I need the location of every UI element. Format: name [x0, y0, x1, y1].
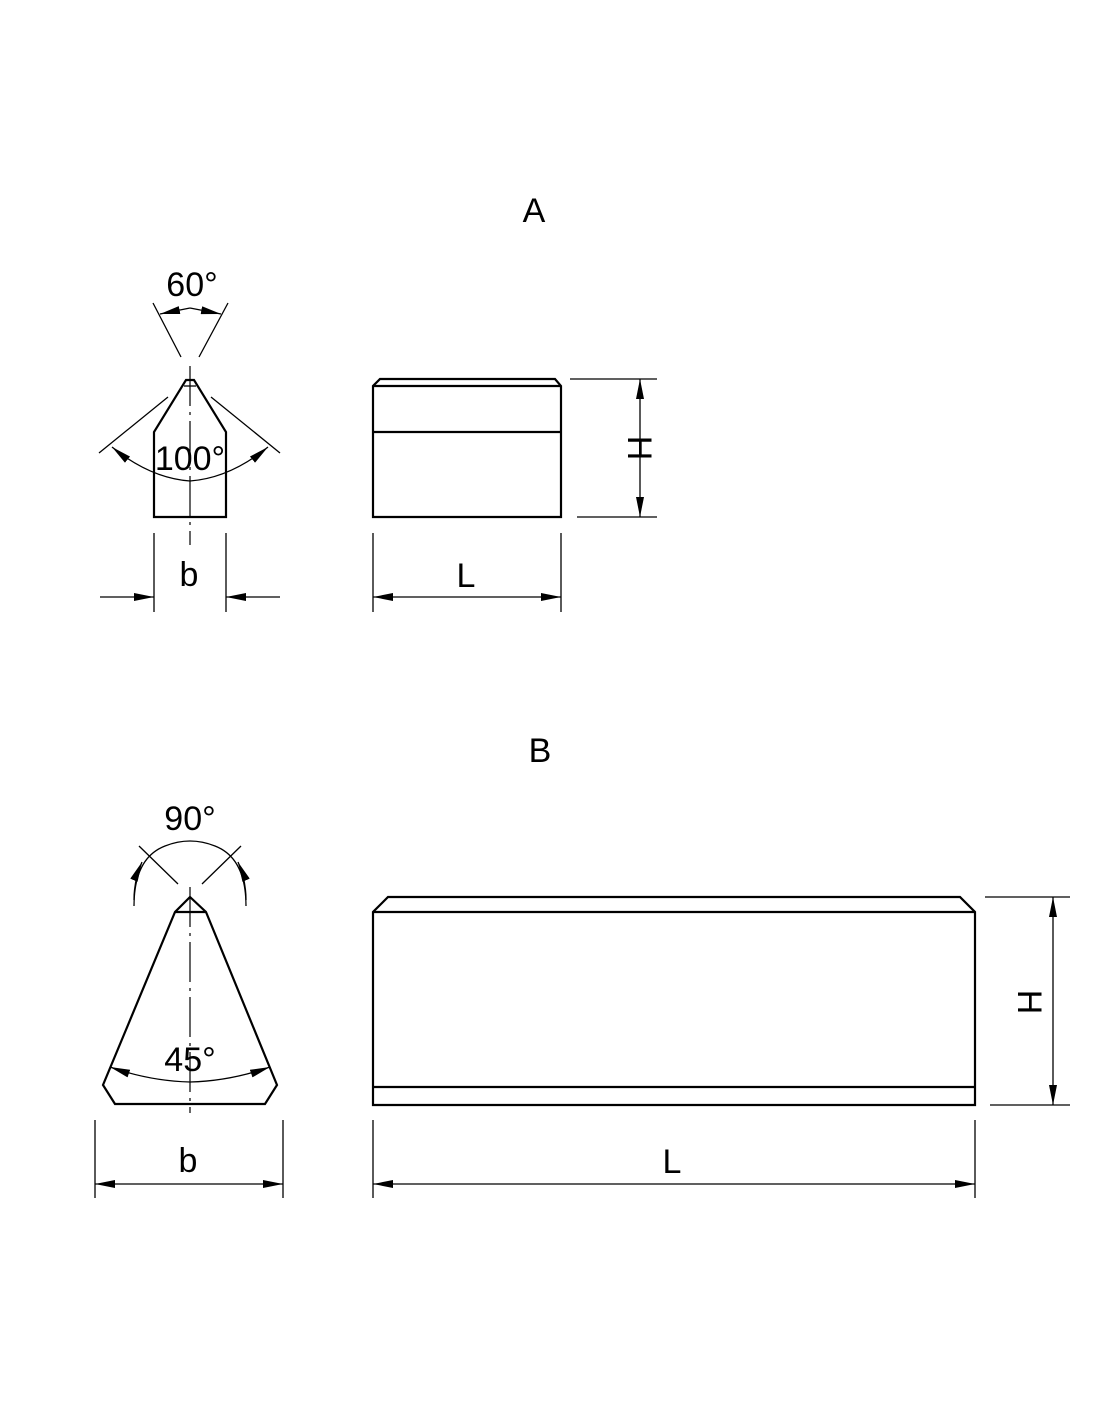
view-b-height-label: H — [1010, 990, 1048, 1015]
view-b: B 90° 45° b — [94, 732, 1070, 1198]
view-a-length-label: L — [457, 557, 476, 595]
view-a-width-label: b — [180, 556, 199, 594]
view-a-side: H L — [371, 377, 658, 612]
view-b-front-profile: 90° 45° b — [94, 800, 284, 1198]
view-a-front-profile: 60° 100° b — [98, 266, 281, 612]
view-a-tip-angle: 60° — [166, 266, 217, 304]
view-b-title: B — [529, 732, 552, 770]
view-b-side: H L — [371, 895, 1070, 1198]
view-a-height-label: H — [620, 436, 658, 461]
view-a: A 60° 100° b — [98, 192, 658, 612]
view-b-tip-angle: 90° — [164, 800, 215, 838]
view-b-flank-angle: 45° — [164, 1041, 215, 1079]
view-b-length-label: L — [663, 1143, 682, 1181]
view-a-flank-angle: 100° — [155, 440, 225, 478]
view-a-title: A — [523, 192, 546, 230]
view-b-width-label: b — [179, 1142, 198, 1180]
